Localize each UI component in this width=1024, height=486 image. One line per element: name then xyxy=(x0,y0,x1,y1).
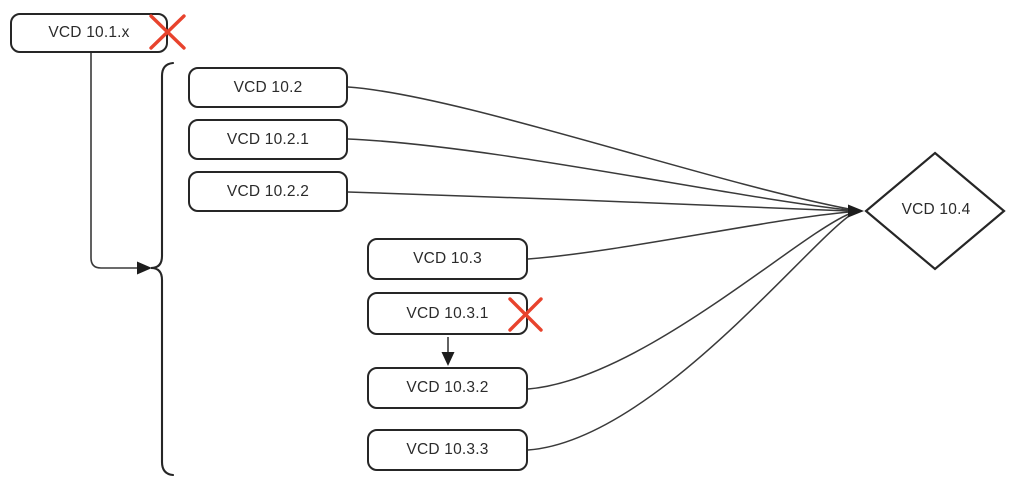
node-label: VCD 10.1.x xyxy=(48,24,130,41)
node-vcd-10-2-2: VCD 10.2.2 xyxy=(188,171,348,212)
arrowhead-down xyxy=(441,352,455,366)
edge-1022-to-104 xyxy=(347,191,850,212)
node-vcd-10-2-1: VCD 10.2.1 xyxy=(188,119,348,160)
group-brace xyxy=(150,61,175,477)
node-label: VCD 10.3.1 xyxy=(406,304,489,322)
node-vcd-10-2: VCD 10.2 xyxy=(188,67,348,108)
node-vcd-10-1-x: VCD 10.1.x xyxy=(10,13,168,53)
node-vcd-10-3: VCD 10.3 xyxy=(367,238,528,280)
node-label: VCD 10.2.2 xyxy=(226,182,310,200)
node-label: VCD 10.3.3 xyxy=(406,441,489,458)
edge-102-to-104 xyxy=(347,86,850,210)
node-vcd-10-3-3: VCD 10.3.3 xyxy=(367,429,528,471)
edge-1033-to-104 xyxy=(527,215,850,451)
arrowhead-right xyxy=(137,261,152,275)
node-vcd-10-4-label: VCD 10.4 xyxy=(901,201,971,218)
edge-103-to-104 xyxy=(527,211,850,260)
node-label: VCD 10.2 xyxy=(233,78,303,96)
edge-101x-to-group xyxy=(90,53,152,275)
node-label: VCD 10.2.1 xyxy=(226,130,310,148)
node-vcd-10-4-shape xyxy=(864,151,1006,271)
node-vcd-10-3-2: VCD 10.3.2 xyxy=(367,367,528,409)
edge-1021-to-104 xyxy=(347,138,850,211)
arrowhead-into-104 xyxy=(848,204,864,218)
edge-1032-to-104 xyxy=(527,213,850,390)
edge-1031-to-1032 xyxy=(441,337,455,366)
node-vcd-10-3-1: VCD 10.3.1 xyxy=(367,292,528,335)
node-label: VCD 10.3.2 xyxy=(406,379,489,396)
node-label: VCD 10.3 xyxy=(413,250,482,267)
